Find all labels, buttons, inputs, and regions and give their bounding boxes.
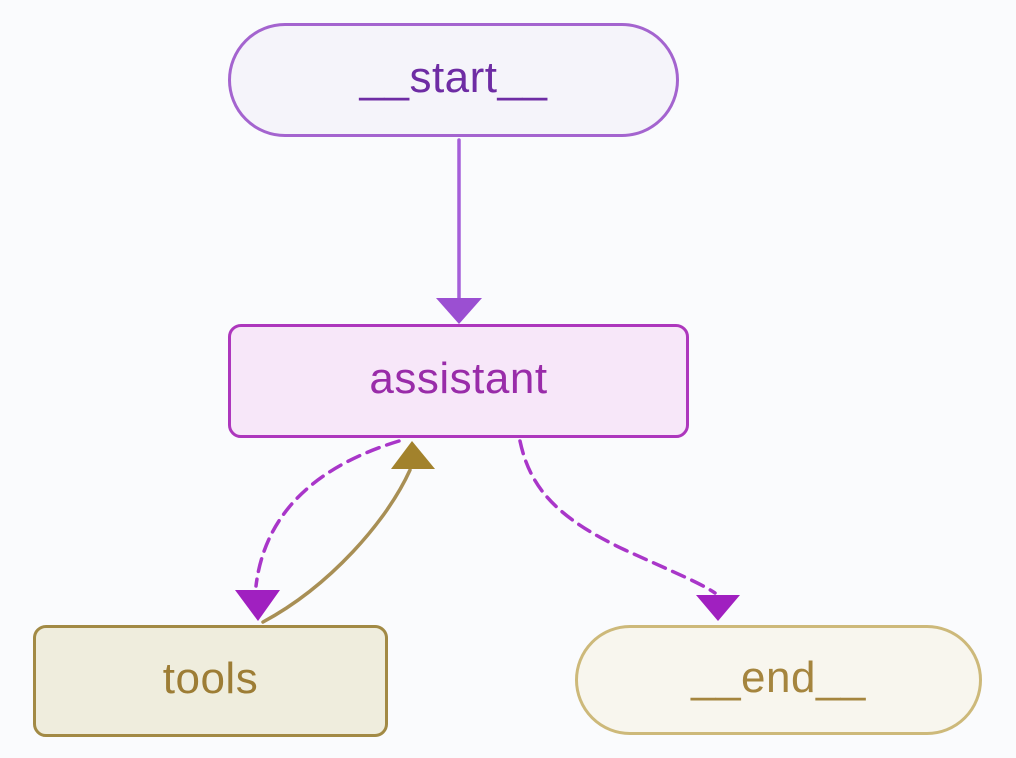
edge-line-assistant-to-tools (254, 439, 401, 588)
edge-assistant-to-tools (235, 439, 401, 621)
node-end: __end__ (575, 625, 982, 735)
node-assistant: assistant (228, 324, 689, 438)
edge-assistant-to-end (518, 439, 740, 621)
edge-start-to-assistant (436, 138, 482, 324)
edge-line-assistant-to-end (518, 439, 717, 595)
node-assistant-label: assistant (369, 354, 548, 403)
edge-tools-to-assistant (261, 441, 435, 624)
node-end-label: __end__ (691, 653, 866, 702)
edge-line-tools-to-assistant (261, 468, 412, 624)
node-start-label: __start__ (359, 53, 548, 102)
arrowhead-tools-to-assistant (391, 441, 435, 469)
arrowhead-assistant-to-tools (235, 590, 280, 621)
arrowhead-assistant-to-end (696, 595, 740, 621)
arrowhead-start-to-assistant (436, 298, 482, 324)
node-start: __start__ (228, 23, 679, 137)
node-tools-label: tools (162, 654, 259, 703)
node-tools: tools (33, 625, 388, 737)
